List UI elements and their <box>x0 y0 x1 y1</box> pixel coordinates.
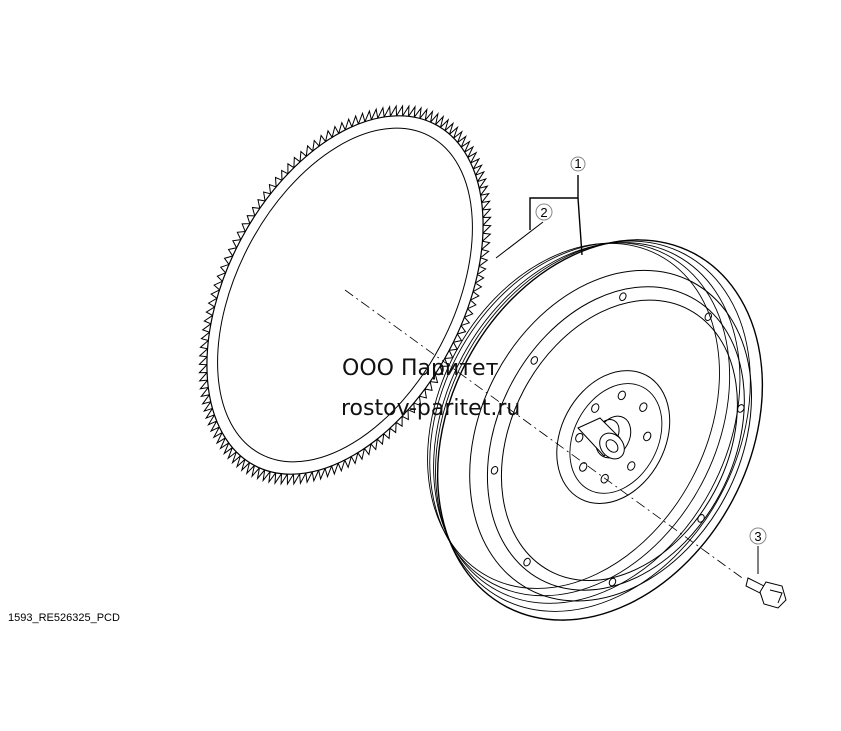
figure-id: 1593_RE526325_PCD <box>8 612 120 624</box>
callout-3: 3 <box>749 527 767 545</box>
callout-3-label: 3 <box>754 529 761 544</box>
ring-gear <box>198 104 492 486</box>
center-axis-line <box>344 289 746 581</box>
leader-2 <box>495 221 544 259</box>
flywheel-outer-rim <box>436 239 764 621</box>
flywheel <box>427 239 764 621</box>
callout-1: 1 <box>570 156 586 172</box>
flywheel-hub-bolt-holes <box>575 390 652 484</box>
flywheel-rim-bolt-holes <box>490 292 745 587</box>
flywheel-bolt <box>745 577 787 609</box>
flywheel-inner-face <box>486 286 745 591</box>
callout-2: 2 <box>535 203 553 221</box>
pilot-bearing <box>577 417 625 460</box>
leader-1 <box>577 197 583 256</box>
watermark-company: ООО Паритет <box>342 356 499 381</box>
callout-1-label: 1 <box>574 156 581 171</box>
ring-gear-inner-edge <box>217 127 473 463</box>
watermark-website: rostov-paritet.ru <box>341 396 521 421</box>
leader-1-bracket <box>529 175 579 230</box>
callout-leaders <box>495 175 759 574</box>
ring-gear-outer-edge <box>206 115 484 475</box>
callout-2-label: 2 <box>540 205 547 220</box>
flywheel-hub <box>556 370 671 504</box>
ring-gear-teeth <box>198 104 492 486</box>
